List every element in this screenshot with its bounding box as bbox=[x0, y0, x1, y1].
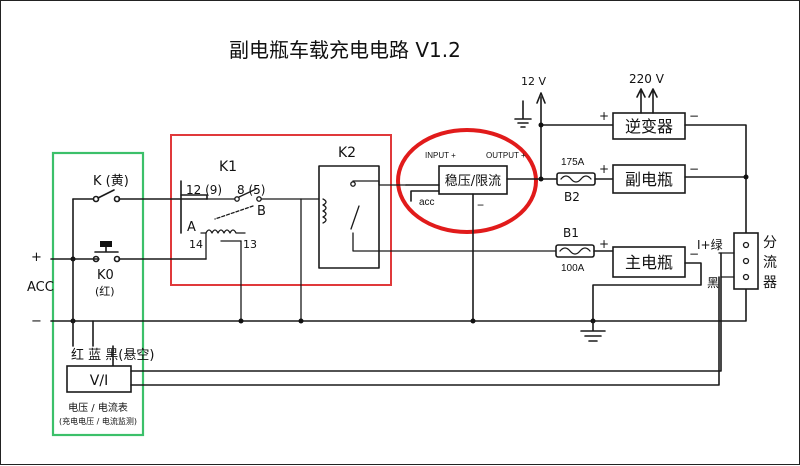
regulator-output-label: OUTPUT + bbox=[486, 151, 526, 160]
diagram-title: 副电瓶车载充电电路 V1.2 bbox=[229, 38, 461, 62]
shunt-box bbox=[733, 232, 759, 290]
junction-dot bbox=[238, 318, 244, 324]
k1-pin-14-label: 14 bbox=[189, 238, 203, 251]
k2-label: K2 bbox=[338, 145, 356, 161]
sub-battery-box bbox=[612, 164, 686, 194]
k0-switch-label: K0 bbox=[97, 268, 114, 283]
meter-subcaption: (充电电压 / 电流监测) bbox=[59, 416, 137, 426]
k2-contact-blade bbox=[350, 205, 360, 230]
v12-arrow-icon bbox=[536, 92, 546, 104]
meter-shunt-green-wire bbox=[130, 252, 722, 372]
shunt-terminal bbox=[742, 273, 750, 281]
k1-contact-blade bbox=[238, 188, 257, 198]
v220-label: 220 V bbox=[629, 72, 665, 86]
shunt-label-1: 分 bbox=[763, 235, 777, 251]
junction-dot bbox=[298, 318, 304, 324]
k-switch-blade bbox=[97, 189, 115, 199]
meter-box bbox=[66, 365, 132, 393]
k1-input-wire bbox=[180, 194, 208, 200]
k0-contact-left bbox=[92, 255, 100, 263]
v12-label: 12 V bbox=[521, 75, 546, 88]
junction-dot bbox=[538, 176, 544, 182]
meter-caption: 电压 / 电流表 bbox=[68, 401, 128, 414]
k-switch-contact-left bbox=[92, 195, 100, 203]
v220-arrow-right-icon bbox=[648, 88, 658, 114]
junction-dot bbox=[538, 122, 544, 128]
k1-pin-a-label: A bbox=[187, 220, 196, 235]
inverter-pos: + bbox=[599, 109, 609, 123]
k2-to-b1-wire bbox=[352, 232, 557, 252]
fuse-b1-body bbox=[555, 244, 595, 258]
regulator-acc-label: acc bbox=[419, 197, 435, 208]
inverter-neg: − bbox=[689, 109, 699, 123]
k2-top-contact-wire bbox=[352, 180, 407, 186]
fuse-b2-rating: 175A bbox=[561, 157, 585, 168]
main-battery-label: 主电瓶 bbox=[625, 253, 673, 272]
junction-dot bbox=[743, 174, 749, 180]
fuse-b1-label: B1 bbox=[563, 226, 579, 240]
k1-pin-13-label: 13 bbox=[243, 238, 257, 251]
k1-coil bbox=[200, 229, 246, 234]
k0-button-cap bbox=[100, 241, 112, 247]
shunt-label-2: 流 bbox=[763, 255, 777, 271]
k1-pin-8-5-label: 8 (5) bbox=[237, 183, 265, 197]
k2-contact-top bbox=[350, 181, 356, 187]
main-battery-box bbox=[612, 246, 686, 278]
k1-pin-b-label: B bbox=[257, 204, 266, 219]
meter-label: V/I bbox=[90, 373, 108, 389]
k2-relay-body bbox=[318, 165, 380, 269]
inverter-label: 逆变器 bbox=[625, 117, 673, 136]
fuse-b2-element bbox=[560, 175, 592, 183]
sub-battery-label: 副电瓶 bbox=[625, 170, 673, 189]
k0-color-label: (红) bbox=[95, 285, 115, 298]
k1-label: K1 bbox=[219, 159, 237, 175]
k1-linkage bbox=[214, 205, 254, 220]
fuse-b2-body bbox=[556, 172, 596, 186]
shunt-terminal bbox=[742, 241, 750, 249]
meter-shunt-black-wire bbox=[130, 276, 720, 386]
inverter-negative-wire bbox=[684, 124, 747, 234]
sub-battery-neg: − bbox=[689, 162, 699, 176]
shunt-label-3: 器 bbox=[763, 275, 777, 291]
meter-switch-highlight-box bbox=[51, 151, 145, 437]
regulator-label: 稳压/限流 bbox=[445, 173, 501, 189]
shunt-i-green-label: I+绿 bbox=[697, 237, 723, 252]
acc-label: ACC bbox=[27, 280, 54, 295]
shunt-black-label: 黑 bbox=[707, 276, 719, 290]
ground-symbol-top bbox=[514, 100, 532, 128]
junction-dot bbox=[470, 318, 476, 324]
negative-bus-wire bbox=[50, 270, 747, 322]
ground-symbol-bottom bbox=[580, 320, 606, 342]
v220-arrow-left-icon bbox=[636, 88, 646, 114]
regulator-acc-wire bbox=[410, 190, 440, 202]
k-switch-label: K (黄) bbox=[93, 174, 129, 189]
sub-battery-pos: + bbox=[599, 162, 609, 176]
relay-highlight-box bbox=[170, 134, 392, 286]
regulator-highlight-circle bbox=[396, 128, 538, 234]
shunt-terminal bbox=[742, 257, 750, 265]
fuse-b1-element bbox=[559, 247, 591, 255]
fuse-b2-label: B2 bbox=[564, 190, 580, 204]
k1-pin-12-9-label: 12 (9) bbox=[186, 183, 222, 197]
main-battery-neg: − bbox=[689, 247, 699, 261]
fuse-b1-rating: 100A bbox=[561, 263, 585, 274]
regulator-input-label: INPUT + bbox=[425, 151, 456, 160]
acc-minus-label: − bbox=[31, 314, 42, 329]
main-battery-pos: + bbox=[599, 237, 609, 251]
main-battery-negative-wire bbox=[592, 262, 702, 322]
inverter-box bbox=[612, 112, 686, 140]
acc-plus-label: + bbox=[31, 250, 42, 265]
regulator-minus-label: − bbox=[477, 198, 484, 212]
k2-coil bbox=[322, 198, 327, 224]
